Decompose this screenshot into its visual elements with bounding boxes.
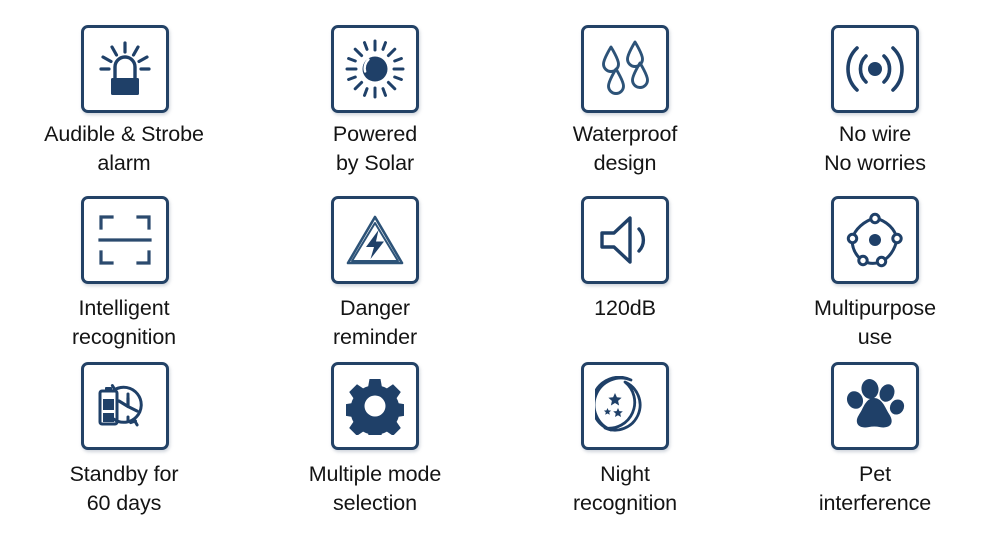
- icon-box: [831, 362, 919, 450]
- battery-clock-icon: [94, 377, 156, 435]
- feature-label: Multiple mode selection: [308, 462, 442, 516]
- wireless-signal-icon: [843, 39, 907, 99]
- feature-item-intelligent-recognition: Intelligent recognition: [0, 175, 250, 352]
- paw-print-icon: [844, 377, 906, 435]
- feature-label: Standby for 60 days: [69, 462, 179, 516]
- icon-box: [831, 25, 919, 113]
- warning-triangle-bolt-icon: [344, 212, 406, 268]
- feature-item-volume-120db: 120dB: [500, 175, 750, 323]
- gear-icon: [346, 377, 404, 435]
- feature-item-powered-by-solar: Powered by Solar: [250, 0, 500, 178]
- feature-label: No wire No worries: [824, 122, 926, 176]
- icon-box: [581, 25, 669, 113]
- feature-label: Night recognition: [572, 462, 678, 516]
- speaker-volume-icon: [596, 211, 654, 269]
- feature-label: Pet interference: [818, 462, 932, 516]
- network-hub-icon: [845, 210, 905, 270]
- water-drops-icon: [594, 38, 656, 100]
- sun-solar-icon: [343, 37, 407, 101]
- siren-alarm-icon: [93, 37, 157, 101]
- icon-box: [331, 25, 419, 113]
- feature-label: Powered by Solar: [332, 122, 418, 176]
- moon-stars-icon: [595, 376, 655, 436]
- icon-box: [81, 25, 169, 113]
- feature-item-pet-interference: Pet interference: [750, 345, 1000, 518]
- icon-box: [831, 196, 919, 284]
- feature-item-multipurpose-use: Multipurpose use: [750, 175, 1000, 352]
- icon-box: [581, 196, 669, 284]
- feature-label: Danger reminder: [332, 296, 418, 350]
- icon-box: [331, 196, 419, 284]
- feature-item-no-wire-no-worries: No wire No worries: [750, 0, 1000, 178]
- feature-item-audible-strobe-alarm: Audible & Strobe alarm: [0, 0, 250, 178]
- feature-item-multiple-mode-selection: Multiple mode selection: [250, 345, 500, 518]
- feature-label: Multipurpose use: [814, 296, 936, 350]
- feature-label: 120dB: [594, 296, 656, 320]
- feature-item-waterproof-design: Waterproof design: [500, 0, 750, 178]
- icon-box: [81, 196, 169, 284]
- feature-label: Audible & Strobe alarm: [44, 122, 204, 176]
- feature-label: Waterproof design: [572, 122, 678, 176]
- icon-box: [81, 362, 169, 450]
- feature-item-night-recognition: Night recognition: [500, 345, 750, 518]
- icon-box: [331, 362, 419, 450]
- scan-frame-icon: [95, 210, 155, 270]
- feature-label: Intelligent recognition: [71, 296, 177, 350]
- icon-box: [581, 362, 669, 450]
- feature-item-standby-60-days: Standby for 60 days: [0, 345, 250, 518]
- feature-item-danger-reminder: Danger reminder: [250, 175, 500, 352]
